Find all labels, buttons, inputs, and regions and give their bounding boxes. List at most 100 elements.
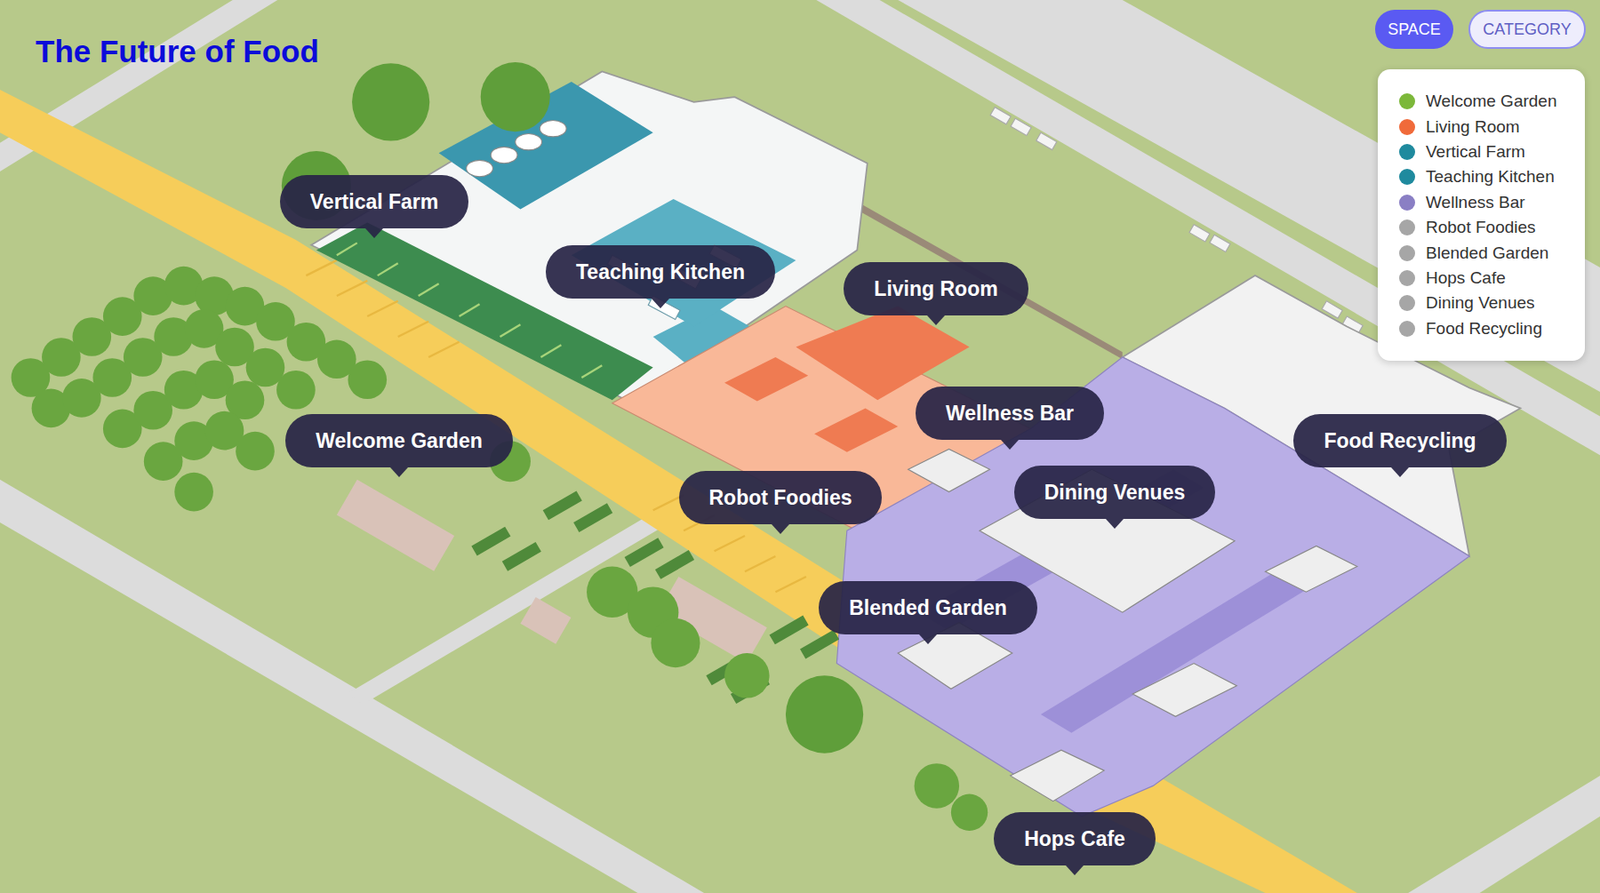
tree [785, 675, 864, 753]
callout-label: SPACE [1387, 20, 1441, 40]
pergola [336, 280, 368, 296]
legend-label: Food Recycling [1425, 319, 1543, 339]
dining-structure [908, 448, 991, 492]
space-callout: Dining Venues [1014, 465, 1216, 520]
plant-row [581, 365, 602, 378]
legend-swatch [1399, 245, 1416, 262]
callout-label: Hops Cafe [1024, 827, 1126, 852]
callout-label: Welcome Garden [315, 429, 482, 454]
callout-label: Food Recycling [1323, 429, 1476, 454]
plant-row [500, 324, 521, 337]
parked-car [990, 107, 1011, 125]
pergola [305, 260, 336, 276]
tree [951, 794, 988, 832]
space-callout: Living Room [843, 262, 1028, 316]
legend-item: Vertical Farm [1399, 139, 1569, 165]
legend-swatch [1399, 219, 1416, 236]
hedge [502, 542, 542, 572]
legend-label: Welcome Garden [1425, 91, 1558, 112]
legend-swatch [1399, 295, 1416, 312]
callout-label: Teaching Kitchen [576, 260, 745, 285]
road [0, 480, 704, 893]
plant-row [418, 283, 440, 296]
space-callout: Hops Cafe [993, 812, 1156, 866]
legend-label: Vertical Farm [1425, 142, 1526, 162]
road [1408, 776, 1600, 893]
space-callout: Teaching Kitchen [545, 245, 776, 299]
pergola [398, 321, 429, 337]
space-callout: Vertical Farm [280, 175, 469, 229]
hedge [624, 537, 664, 568]
callout-label: Living Room [873, 277, 998, 302]
pergola [775, 576, 806, 592]
living-room-rug [814, 408, 898, 452]
pergola [428, 342, 459, 358]
space-callout: Welcome Garden [285, 414, 512, 468]
legend-panel: Welcome GardenLiving RoomVertical FarmTe… [1377, 69, 1585, 361]
hedge [655, 550, 695, 580]
legend-swatch [1399, 119, 1416, 136]
legend-item: Living Room [1399, 113, 1569, 139]
legend-label: Blended Garden [1425, 243, 1549, 264]
dining-structure [1264, 545, 1357, 592]
legend-item: Dining Venues [1399, 290, 1569, 316]
legend-label: Living Room [1425, 117, 1520, 137]
callout-label: Blended Garden [848, 596, 1008, 621]
tree [11, 62, 989, 832]
silo [539, 120, 567, 137]
legend-swatch [1399, 93, 1416, 110]
parked-car [1010, 118, 1032, 136]
plant-row [377, 263, 399, 276]
dining-structure [1132, 664, 1237, 718]
legend-item: Wellness Bar [1399, 190, 1569, 216]
hedge [543, 490, 583, 520]
dining-walkway [1040, 571, 1306, 733]
space-callout: Robot Foodies [679, 471, 883, 525]
space-callout: Blended Garden [818, 581, 1038, 635]
tree [914, 763, 960, 809]
plant-row [336, 242, 358, 256]
silo [515, 133, 543, 150]
space-callout: Wellness Bar [915, 386, 1104, 440]
planter [336, 480, 455, 572]
callout-label: Dining Venues [1044, 480, 1185, 505]
tree [650, 618, 700, 668]
legend-swatch [1399, 194, 1416, 211]
legend-label: Teaching Kitchen [1425, 167, 1555, 187]
legend-swatch [1399, 320, 1416, 337]
callout-label: CATEGORY [1482, 20, 1571, 40]
legend-swatch [1399, 168, 1416, 185]
page-title: The Future of Food [35, 33, 320, 70]
parked-car [990, 107, 1363, 335]
tab-button: SPACE [1375, 9, 1454, 49]
tree [235, 432, 275, 472]
pergola [367, 301, 398, 317]
parked-car [1036, 132, 1057, 150]
legend-label: Hops Cafe [1425, 268, 1506, 288]
hedge [471, 527, 511, 557]
silo [466, 160, 494, 176]
tree [174, 472, 214, 512]
plant-row [459, 304, 480, 317]
hedge [800, 630, 840, 660]
tree [480, 62, 551, 132]
dining-structure [1009, 750, 1104, 801]
legend-swatch [1399, 144, 1416, 160]
pergola [714, 536, 745, 552]
hedge [573, 503, 613, 533]
tree [347, 360, 387, 400]
legend-label: Robot Foodies [1425, 217, 1536, 238]
plant-row [540, 344, 561, 358]
living-room-rug [724, 357, 808, 401]
silo [490, 146, 518, 163]
planter [520, 597, 571, 645]
legend-label: Wellness Bar [1425, 192, 1526, 213]
legend-item: Hops Cafe [1399, 265, 1569, 291]
tab-button: CATEGORY [1468, 9, 1585, 49]
callout-label: Vertical Farm [310, 190, 439, 215]
hedge [769, 616, 809, 646]
legend-label: Dining Venues [1425, 293, 1536, 313]
